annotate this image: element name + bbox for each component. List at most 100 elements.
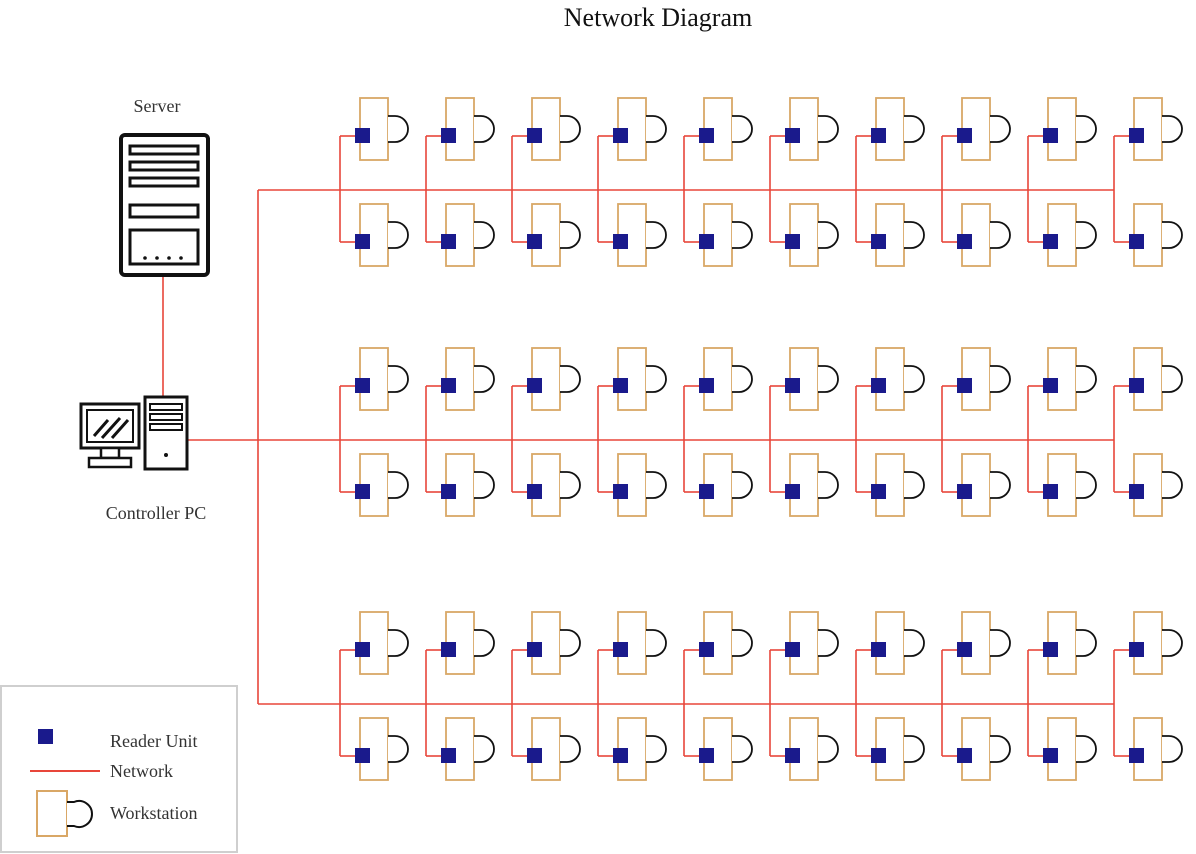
reader-unit [957,378,972,393]
workstation-screen [904,629,925,657]
workstation [957,97,1011,161]
workstation [527,347,581,411]
reader-unit [613,234,628,249]
reader-unit [527,642,542,657]
workstation [785,717,839,781]
workstation-screen [732,471,753,499]
workstation [785,203,839,267]
workstation-screen [1162,221,1183,249]
workstation-screen [904,221,925,249]
workstation-body [961,97,991,161]
workstation-screen [646,365,667,393]
workstation-screen [904,735,925,763]
workstation-body [359,97,389,161]
workstation-screen [388,629,409,657]
workstation [699,97,753,161]
workstation [441,347,495,411]
workstation-screen [388,735,409,763]
workstation [1043,347,1097,411]
network-lines [162,135,1130,757]
reader-unit [1043,748,1058,763]
workstation [785,611,839,675]
workstation-screen [474,115,495,143]
workstation-screen [990,629,1011,657]
workstation [613,453,667,517]
workstation [441,203,495,267]
reader-unit [1129,378,1144,393]
workstation-screen [560,629,581,657]
workstation [355,203,409,267]
workstation [1043,611,1097,675]
reader-unit [355,642,370,657]
workstation [355,97,409,161]
workstation [957,203,1011,267]
workstation-body [875,203,905,267]
workstation-screen [818,629,839,657]
reader-unit [613,484,628,499]
server-label: Server [134,96,181,116]
workstation [355,611,409,675]
reader-unit [355,234,370,249]
workstation [1043,203,1097,267]
reader-unit [441,484,456,499]
workstation-screen [646,629,667,657]
reader-unit [1129,128,1144,143]
workstation-screen [1076,115,1097,143]
reader-unit [527,378,542,393]
workstation-screen [646,221,667,249]
reader-unit [1129,234,1144,249]
workstation [957,717,1011,781]
workstation-screen [732,735,753,763]
workstation-screen [1076,735,1097,763]
workstation [1043,717,1097,781]
workstation-screen [560,735,581,763]
reader-unit [785,128,800,143]
reader-unit [699,378,714,393]
workstation-screen [1076,221,1097,249]
workstation [1129,453,1183,517]
workstation-screen [818,471,839,499]
workstation [957,611,1011,675]
reader-unit [1043,484,1058,499]
workstation-screen [560,365,581,393]
workstation-screen [388,221,409,249]
workstation [785,453,839,517]
legend-workstation-label: Workstation [110,803,198,823]
reader-unit [355,128,370,143]
reader-unit [785,642,800,657]
workstation [699,611,753,675]
reader-unit [527,128,542,143]
reader-unit [441,378,456,393]
reader-unit [355,378,370,393]
reader-unit [1129,748,1144,763]
workstation-screen [904,115,925,143]
workstation-screen [732,221,753,249]
workstation-screen [990,115,1011,143]
workstation-screen [990,471,1011,499]
workstation-screen [474,735,495,763]
workstation-screen [646,471,667,499]
reader-unit [871,484,886,499]
reader-unit [613,128,628,143]
workstation-screen [388,365,409,393]
workstation-screen [1076,365,1097,393]
workstation-screen [1162,471,1183,499]
controller-pc-icon [79,395,189,471]
workstation-screen [990,735,1011,763]
reader-unit [441,748,456,763]
workstation [785,97,839,161]
workstation-screen [990,365,1011,393]
workstation [355,453,409,517]
reader-unit [957,234,972,249]
workstation-screen [818,115,839,143]
reader-unit [957,748,972,763]
reader-unit [527,234,542,249]
server-icon [119,133,210,277]
reader-unit [1043,378,1058,393]
workstation-screen [474,629,495,657]
reader-unit [871,128,886,143]
reader-unit [699,748,714,763]
workstation [871,97,925,161]
reader-unit [1043,642,1058,657]
reader-unit [441,128,456,143]
